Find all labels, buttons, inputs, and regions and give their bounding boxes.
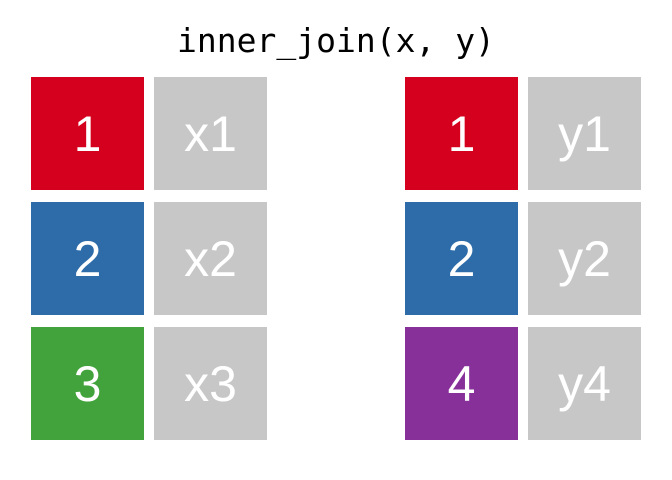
value-cell: y2: [528, 202, 641, 315]
table-row: 4 y4: [405, 327, 641, 440]
key-cell: 4: [405, 327, 518, 440]
value-cell: x3: [154, 327, 267, 440]
value-cell: y4: [528, 327, 641, 440]
value-cell: y1: [528, 77, 641, 190]
table-y: 1 y1 2 y2 4 y4: [405, 77, 641, 440]
key-cell: 2: [405, 202, 518, 315]
table-row: 1 x1: [31, 77, 267, 190]
table-row: 3 x3: [31, 327, 267, 440]
value-cell: x1: [154, 77, 267, 190]
key-cell: 3: [31, 327, 144, 440]
table-row: 1 y1: [405, 77, 641, 190]
diagram-title: inner_join(x, y): [177, 21, 495, 60]
key-cell: 2: [31, 202, 144, 315]
table-row: 2 x2: [31, 202, 267, 315]
value-cell: x2: [154, 202, 267, 315]
table-x: 1 x1 2 x2 3 x3: [31, 77, 267, 440]
key-cell: 1: [405, 77, 518, 190]
table-row: 2 y2: [405, 202, 641, 315]
key-cell: 1: [31, 77, 144, 190]
